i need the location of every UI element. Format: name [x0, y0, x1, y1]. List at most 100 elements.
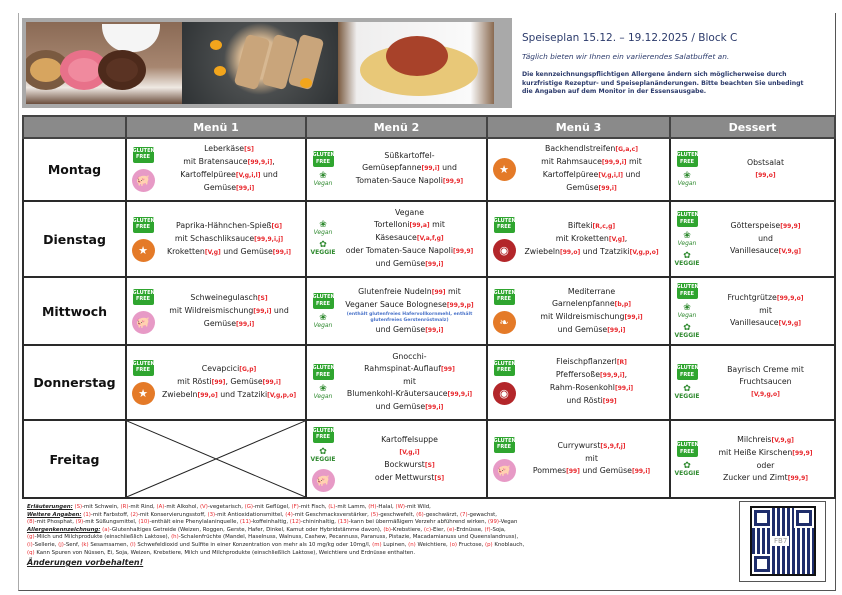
dish-text: Vanillesauce	[730, 318, 779, 328]
dish-line: Leberkäse[S]	[157, 143, 301, 156]
allergen-code: [V,a,f,g]	[416, 235, 444, 243]
dish-line: Bifteki[R,c,g]	[518, 220, 665, 233]
dish-text: Obstsalat	[746, 157, 785, 167]
allergen-code: [99,i]	[253, 307, 272, 315]
header-banner	[22, 18, 512, 108]
allergen-code: [99,i]	[421, 165, 440, 173]
allergen-code: [99,i]	[272, 248, 291, 256]
column-header-menu-3: Menü 3	[486, 115, 671, 139]
gluten-free-icon: GLUTEN FREE	[676, 151, 699, 168]
vegan-icon-label: Vegan	[313, 322, 333, 330]
dish-text: mit	[429, 220, 445, 230]
legend-heading: Allergenkennzeichnung:	[27, 526, 101, 533]
vegan-icon: ❀Vegan	[677, 231, 697, 248]
dish-icons: GLUTEN FREE🐖	[127, 146, 157, 192]
vegan-icon-label: Vegan	[313, 393, 333, 401]
allergen-code: [99,i]	[236, 185, 255, 193]
dish-icons: GLUTEN FREE❀Vegan	[307, 293, 337, 329]
dish-text: Zwiebeln	[161, 389, 198, 399]
legend-code: (A)	[156, 504, 165, 510]
dish-line: Garnelenpfanne[b,p]	[518, 298, 665, 311]
pig-icon: 🐖	[492, 458, 516, 482]
legend-text: -mit Fisch,	[298, 504, 329, 510]
dish-line: mit Wildreismischung[99,i]	[518, 311, 665, 324]
dish-text: mit Kroketten	[555, 233, 609, 243]
legend-code: (S)	[72, 504, 83, 510]
menu-cell: GLUTEN FREE★Paprika-Hähnchen-Spieß[G]mit…	[125, 199, 307, 279]
dish-text: mit	[626, 157, 642, 167]
allergen-code: [R]	[616, 359, 627, 367]
legend-code: (7)	[459, 511, 468, 518]
dish-line: Obstsalat	[701, 157, 830, 169]
allergen-code: [S]	[244, 146, 254, 154]
day-label: Donnerstag	[22, 343, 127, 422]
legend-code: (9)	[75, 519, 84, 526]
legend-code: (R)	[120, 504, 129, 510]
dish-line: Blumenkohl-Kräutersauce[99,9,i]	[337, 388, 482, 401]
allergen-code: [99,o]	[755, 171, 776, 179]
dish-line: Cevapcici[G,p]	[157, 363, 301, 376]
gluten-free-icon: GLUTEN FREE	[676, 211, 699, 228]
gluten-free-icon: GLUTEN FREE	[312, 151, 335, 168]
dish-text: und Rösti	[566, 396, 603, 406]
dish-description: Paprika-Hähnchen-Spieß[G]mit Schaschliks…	[157, 220, 305, 259]
dish-text: Kartoffelpüree	[180, 170, 236, 180]
dish-text: Cevapcici	[201, 363, 240, 373]
dish-line: mit	[701, 305, 830, 317]
legend-line: (i)-Sellerie, (j)-Senf, (k) Sesamsamen, …	[27, 542, 727, 550]
page-title: Speiseplan 15.12. – 19.12.2025 / Block C	[522, 32, 738, 44]
dish-line: oder	[701, 460, 830, 472]
column-header-menu-1: Menü 1	[125, 115, 307, 139]
legend-code: (10)	[138, 519, 150, 526]
legend-code: (b)	[383, 526, 391, 533]
allergen-code: [V,g,p,o]	[629, 248, 659, 256]
legend-code: (m)	[372, 541, 382, 548]
legend-text: -mit Farbstoff,	[90, 511, 131, 518]
dish-line: und Gemüse[99,i]	[337, 324, 482, 337]
dish-line: Veganer Sauce Bolognese[99,9,p]	[337, 299, 482, 312]
dish-line: und Gemüse[99,i]	[337, 258, 482, 271]
menu-cell: GLUTEN FREE★Cevapcici[G,p]mit Rösti[99],…	[125, 343, 307, 422]
gluten-free-icon: GLUTEN FREE	[676, 441, 699, 458]
legend-code: (L)	[328, 504, 336, 510]
legend-text: -Erdnüsse,	[454, 526, 485, 533]
legend-code: (8)	[27, 519, 35, 526]
qr-code[interactable]: FB7	[739, 501, 826, 582]
legend-code: (13)	[337, 519, 349, 526]
vegan-icon-label: Vegan	[677, 180, 697, 188]
dish-text: Kartoffelsuppe	[381, 434, 438, 444]
dish-line: Backhendlstreifen[G,a,c]	[518, 143, 665, 156]
legend-text: -mit Phosphat,	[34, 519, 76, 526]
dish-icons: GLUTEN FREE◉	[488, 359, 518, 405]
dish-text: Blumenkohl-Kräutersauce	[346, 388, 448, 398]
dish-text: mit	[403, 376, 416, 386]
dish-icons: ★	[488, 157, 518, 181]
dish-description: Milchreis[V,9,g]mit Heiße Kirschen[99,9]…	[701, 434, 834, 485]
dish-line: Schweinegulasch[S]	[157, 292, 301, 305]
dish-line: Pfeffersoße[99,9,i],	[518, 369, 665, 382]
legend-code: (a)	[100, 526, 110, 533]
legend-text: -chininhaltig,	[300, 519, 338, 526]
ingredient-note: (enthält glutenfreies Hafervollkornmehl,…	[346, 311, 473, 323]
gluten-free-icon: GLUTEN FREE	[132, 146, 155, 163]
legend-code: (1)	[81, 511, 91, 518]
legend-text: -vegetarisch,	[207, 504, 245, 510]
dish-icons: GLUTEN FREE✿VEGGIE🐖	[307, 426, 337, 492]
legend-line: Weitere Angaben: (1)-mit Farbstoff, (2)-…	[27, 512, 727, 520]
dish-text: mit	[445, 286, 461, 296]
dish-line: Paprika-Hähnchen-Spieß[G]	[157, 220, 301, 233]
gluten-free-icon: GLUTEN FREE	[676, 364, 699, 381]
legend-line: (g)-Milch und Milchprodukte (einschließl…	[27, 534, 727, 542]
legend-text: -koffeinhaltig,	[250, 519, 290, 526]
cell-content: ★Backhendlstreifen[G,a,c]mit Rahmsauce[9…	[488, 139, 669, 200]
dish-text: mit Rösti	[177, 376, 212, 386]
